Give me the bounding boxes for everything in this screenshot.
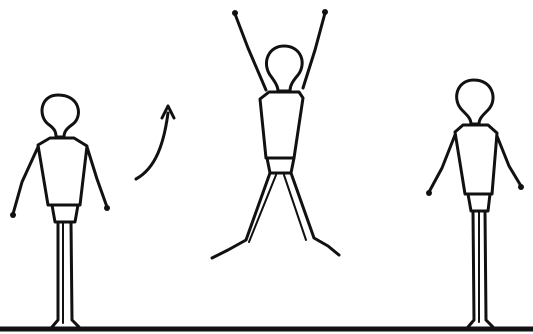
- arm-left-middle: [235, 14, 266, 90]
- leg-right-right: [485, 211, 493, 327]
- hand-right-left: [104, 205, 110, 211]
- standing-figure-left: [10, 95, 110, 327]
- hips-right: [468, 194, 490, 211]
- leg-right-left: [71, 222, 79, 327]
- arrow-up-right: [136, 106, 174, 179]
- arrow-shaft: [136, 113, 168, 179]
- head-right: [457, 80, 493, 124]
- torso-right: [455, 125, 497, 194]
- leg-left-inner-middle: [249, 175, 276, 242]
- leg-left-right: [468, 211, 474, 327]
- hand-left-middle: [232, 10, 238, 16]
- hand-left-right: [426, 190, 432, 196]
- standing-figure-right: [426, 80, 524, 327]
- hand-right-right: [518, 184, 524, 190]
- ink-group: [0, 9, 533, 329]
- arm-right-middle: [303, 13, 325, 88]
- leg-left-left: [52, 222, 58, 327]
- arm-right-right: [497, 136, 521, 186]
- arm-left-right: [429, 135, 455, 192]
- hips-middle: [267, 158, 294, 173]
- leg-left-middle: [212, 173, 270, 258]
- head-left: [42, 95, 78, 137]
- torso-middle: [260, 92, 303, 158]
- hand-right-middle: [322, 9, 328, 15]
- arm-right-left: [87, 147, 107, 207]
- hips-left: [52, 205, 78, 222]
- head-middle: [266, 46, 302, 91]
- hand-left-left: [10, 212, 16, 218]
- jumping-figure-middle: [212, 9, 339, 258]
- arm-left-left: [13, 147, 38, 214]
- torso-left: [38, 138, 87, 205]
